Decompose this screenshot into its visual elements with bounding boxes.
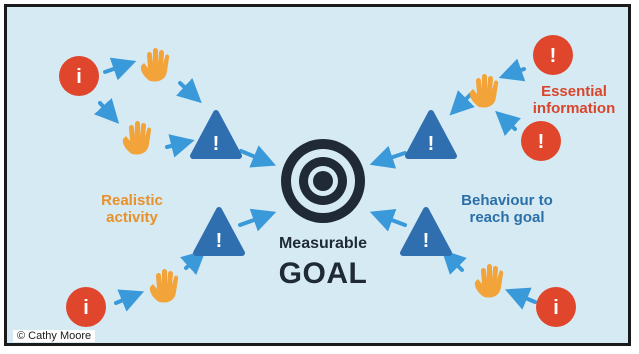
raised-hand-icon: [122, 121, 152, 155]
raised-hand-icon: [140, 48, 170, 82]
arrow-icon: [369, 208, 407, 232]
arrow-icon: [449, 90, 475, 116]
behaviour-label: Behaviour to reach goal: [461, 192, 553, 227]
warning-icons: ! ! ! !: [190, 110, 457, 256]
warning-triangle-icon: !: [400, 207, 452, 256]
info-icon: i: [59, 56, 99, 96]
arrow-icon: [114, 289, 145, 312]
arrow-icon: [498, 58, 526, 82]
svg-text:i: i: [83, 297, 89, 319]
target-icon: [281, 139, 365, 223]
svg-text:!: !: [213, 133, 220, 155]
essential-information-label: Essential information: [532, 83, 616, 118]
warning-triangle-icon: !: [405, 110, 457, 159]
svg-text:!: !: [423, 230, 430, 252]
svg-text:!: !: [538, 131, 545, 153]
arrow-icon: [238, 208, 277, 232]
arrow-icon: [180, 249, 206, 275]
credit-text: © Cathy Moore: [13, 330, 96, 342]
raised-hand-icon: [469, 74, 499, 108]
info-icons: i i i ! !: [59, 35, 576, 327]
arrow-icon: [165, 134, 195, 158]
warning-triangle-icon: !: [190, 110, 242, 159]
svg-text:i: i: [553, 297, 559, 319]
info-icon: i: [66, 287, 106, 327]
svg-text:!: !: [550, 45, 557, 67]
arrow-icon: [495, 110, 521, 136]
arrow-icon: [504, 287, 537, 310]
arrows: [94, 57, 537, 312]
info-icon: !: [533, 35, 573, 75]
raised-hand-icon: [149, 269, 179, 303]
svg-text:!: !: [216, 230, 223, 252]
diagram-frame: i i i ! !: [4, 4, 631, 346]
goal-label: GOAL: [278, 257, 368, 290]
svg-text:i: i: [76, 66, 82, 88]
realistic-activity-label: Realistic activity: [101, 192, 163, 227]
diagram-canvas: i i i ! !: [59, 35, 576, 327]
arrow-icon: [103, 57, 137, 81]
measurable-label: Measurable: [278, 235, 368, 252]
warning-triangle-icon: !: [193, 207, 245, 256]
arrow-icon: [176, 78, 202, 104]
arrow-icon: [239, 145, 277, 168]
info-icon: !: [521, 121, 561, 161]
arrow-icon: [441, 249, 467, 275]
raised-hand-icon: [474, 264, 504, 298]
info-icon: i: [536, 287, 576, 327]
arrow-icon: [369, 145, 407, 169]
svg-text:!: !: [428, 133, 435, 155]
arrow-icon: [94, 98, 120, 124]
